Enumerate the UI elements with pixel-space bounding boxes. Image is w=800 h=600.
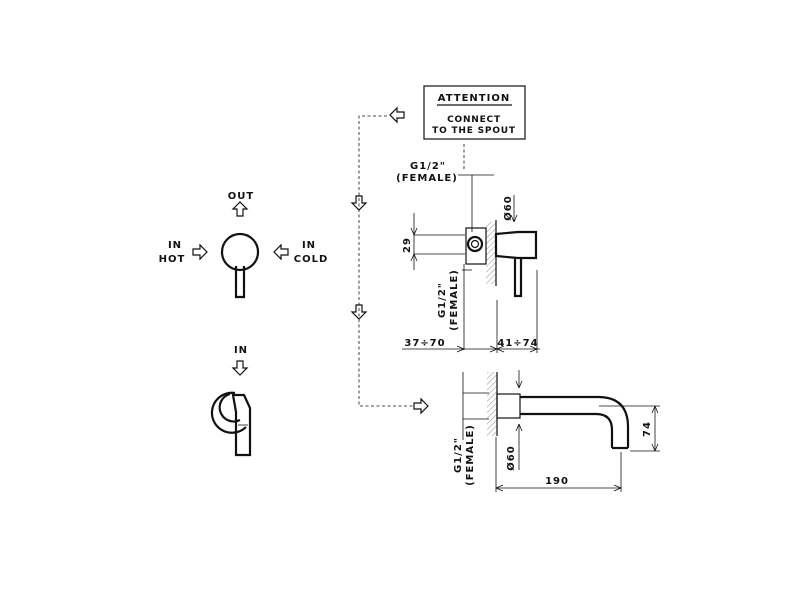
right-arrow-icon [413, 397, 429, 415]
spout-drop-label: 74 [642, 421, 653, 437]
in-down-arrow-icon [231, 360, 249, 376]
mixer-connection-top-line2: (FEMALE) [396, 173, 458, 184]
mixer-front-handle [220, 232, 260, 299]
out-label: OUT [228, 191, 254, 202]
in-top-label: IN [234, 345, 248, 356]
left-arrow-icon [389, 106, 405, 124]
spout-section: Ø60 G1/2" (FEMALE) 190 74 [453, 370, 660, 492]
spout-diameter-label: Ø60 [505, 445, 517, 470]
spout-wall-hatch [487, 372, 497, 436]
mixer-body [465, 227, 538, 298]
mixer-depth-left-label: 37÷70 [404, 338, 445, 349]
dashed-connection [350, 106, 465, 415]
spout-connection-line2: (FEMALE) [465, 424, 476, 486]
mixer-depth-right-label: 41÷74 [497, 338, 538, 349]
front-view: OUT IN HOT IN COLD IN [159, 191, 329, 457]
in-hot-label-line2: HOT [159, 254, 186, 265]
in-cold-label-line1: IN [302, 240, 316, 251]
out-arrow-icon [231, 201, 249, 217]
in-hot-arrow-icon [192, 243, 208, 261]
mixer-connection-side-line2: (FEMALE) [449, 269, 460, 331]
mixer-connection-side-line1: G1/2" [437, 282, 448, 318]
mixer-side-view [210, 391, 252, 457]
attention-title: ATTENTION [438, 93, 510, 104]
attention-line1: CONNECT [447, 115, 501, 125]
attention-box: ATTENTION CONNECT TO THE SPOUT [423, 85, 526, 140]
in-cold-label-line2: COLD [294, 254, 329, 265]
attention-line2: TO THE SPOUT [432, 126, 516, 136]
mixer-height-label: 29 [402, 237, 413, 253]
mixer-section: G1/2" (FEMALE) Ø60 29 G1/2" (FEMALE) 37÷… [396, 161, 540, 353]
mixer-diameter-label: Ø60 [502, 195, 514, 220]
spout-projection-label: 190 [545, 476, 569, 487]
spout-connection-line1: G1/2" [453, 437, 464, 473]
mixer-connection-top-line1: G1/2" [410, 161, 446, 172]
down-arrow-icon-2 [350, 304, 368, 320]
mixer-wall-hatch [486, 222, 496, 284]
in-hot-label-line1: IN [168, 240, 182, 251]
down-arrow-icon-1 [350, 195, 368, 211]
in-cold-arrow-icon [273, 243, 289, 261]
spout-body [496, 393, 630, 450]
